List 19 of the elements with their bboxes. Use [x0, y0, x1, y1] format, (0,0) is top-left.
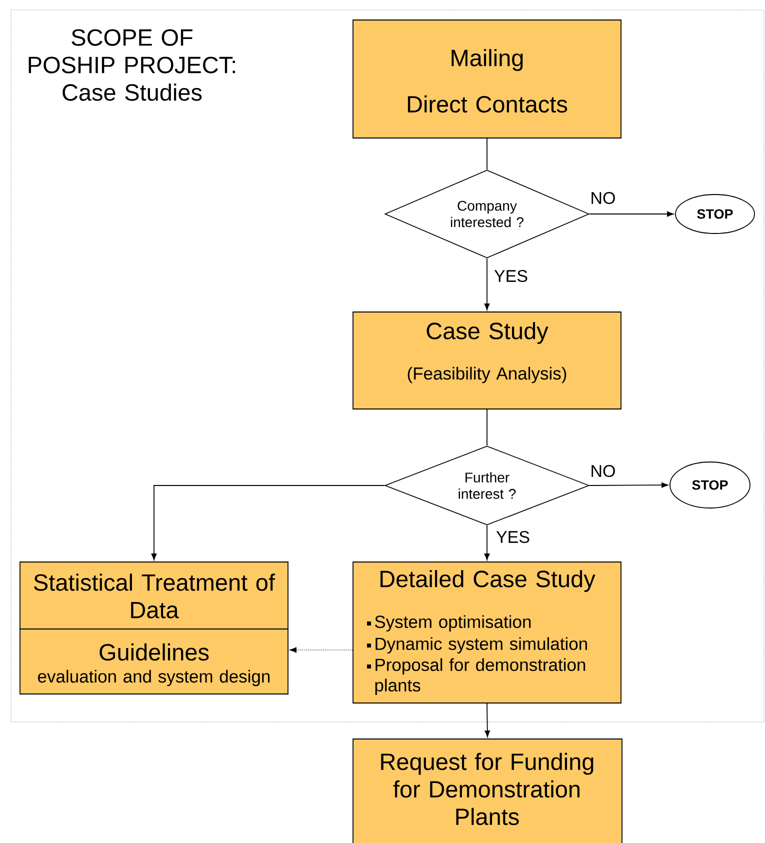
arrow [589, 482, 668, 488]
arrow [589, 211, 674, 217]
edge-label: NO [589, 464, 617, 478]
edge-label: YES [495, 530, 531, 544]
process-box: Request for Funding for Demonstration Plants [352, 738, 622, 843]
arrow [484, 258, 490, 310]
process-box: Statistical Treatment of Data [20, 562, 288, 630]
edge-label: NO [589, 190, 617, 206]
arrow [484, 703, 490, 738]
arrow [289, 647, 353, 653]
stop-terminal: STOP [675, 194, 755, 234]
stop-terminal: STOP [670, 462, 750, 508]
arrow [151, 485, 385, 560]
edge-label: YES [493, 269, 529, 284]
process-box: Mailing Direct Contacts [352, 20, 622, 138]
process-box: Case Study (Feasibility Analysis) [352, 312, 622, 410]
arrow [484, 525, 490, 560]
process-box: Guidelines evaluation and system design [20, 628, 288, 694]
process-box: Detailed Case Study System optimisation Dynamic system simulation Proposal for demonstration plants [352, 562, 622, 704]
